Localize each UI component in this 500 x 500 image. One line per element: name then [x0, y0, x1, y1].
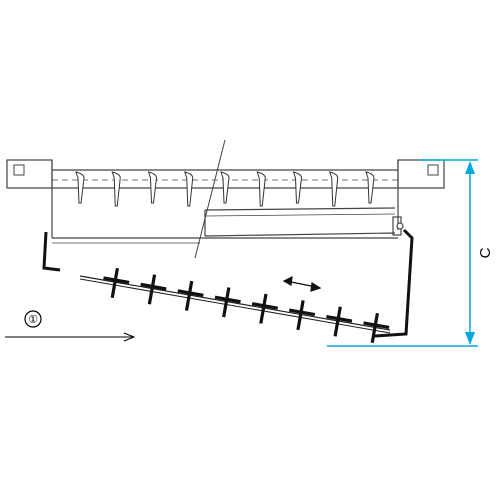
blade-stem	[222, 287, 231, 318]
spike	[328, 171, 339, 207]
spike-shape	[75, 171, 85, 204]
spike	[365, 171, 375, 204]
blade-crossbar	[103, 276, 130, 285]
spike-shape	[292, 171, 303, 204]
spike-shape	[365, 171, 375, 204]
blade-crossbar	[214, 295, 241, 304]
spike	[183, 171, 194, 207]
dimension-c	[327, 159, 478, 347]
blade-bar	[79, 275, 391, 334]
right-bracket-slot	[427, 164, 439, 176]
oscillation-arrowhead-left	[282, 275, 293, 286]
spike	[75, 171, 85, 204]
spike	[292, 171, 303, 204]
blade-bar-line	[79, 275, 391, 331]
right-bracket	[397, 159, 445, 189]
plate-right-outline	[374, 228, 414, 338]
blade	[288, 300, 316, 331]
leveling-plate	[42, 228, 414, 338]
blade-stem	[110, 267, 120, 299]
direction-arrowhead	[123, 332, 136, 342]
blade	[140, 274, 167, 305]
dimension-arrow-top	[465, 161, 475, 174]
travel-direction: ①	[5, 310, 136, 342]
blade-bar-line-2	[79, 278, 391, 334]
blade-crossbar	[288, 308, 316, 317]
blade	[363, 312, 390, 344]
left-bracket-slot	[13, 164, 25, 176]
blade-crossbar	[177, 289, 204, 297]
plate-outline	[42, 231, 61, 272]
blade	[214, 287, 241, 318]
oscillation-arrowhead-right	[310, 281, 322, 292]
oscillation-arrow	[282, 275, 322, 292]
spike-shape	[111, 171, 121, 207]
direction-marker: ①	[28, 314, 38, 326]
blade-crossbar	[140, 282, 167, 291]
blade-stem	[333, 306, 342, 337]
blade	[103, 267, 130, 299]
blade-stem	[184, 280, 194, 311]
blade-stem	[370, 312, 380, 344]
blade-crossbar	[363, 321, 390, 330]
blade-stem	[147, 274, 157, 305]
roller-bolt	[396, 222, 404, 230]
blade-row	[103, 267, 390, 344]
blade-crossbar	[251, 302, 278, 310]
direction-marker-circle	[24, 310, 42, 328]
break-line	[194, 139, 226, 259]
spike	[256, 171, 266, 207]
roller-mid	[204, 213, 396, 217]
roller-bottom	[204, 232, 396, 237]
spike-shape	[147, 171, 158, 204]
spike	[111, 171, 121, 207]
blade	[177, 280, 204, 311]
spike-row	[75, 171, 375, 207]
blade	[326, 306, 353, 337]
blade-crossbar	[326, 314, 353, 323]
spike	[147, 171, 158, 204]
dimension-arrow-bottom	[465, 332, 475, 345]
blade-stem	[259, 293, 268, 324]
spike	[220, 171, 230, 204]
dimension-label: C	[477, 247, 494, 258]
blade-stem	[296, 300, 305, 331]
spike-shape	[183, 171, 194, 207]
spike-shape	[328, 171, 339, 207]
blade	[251, 293, 278, 324]
spike-shape	[256, 171, 266, 207]
spike-shape	[220, 171, 230, 204]
roller-top	[204, 207, 396, 211]
